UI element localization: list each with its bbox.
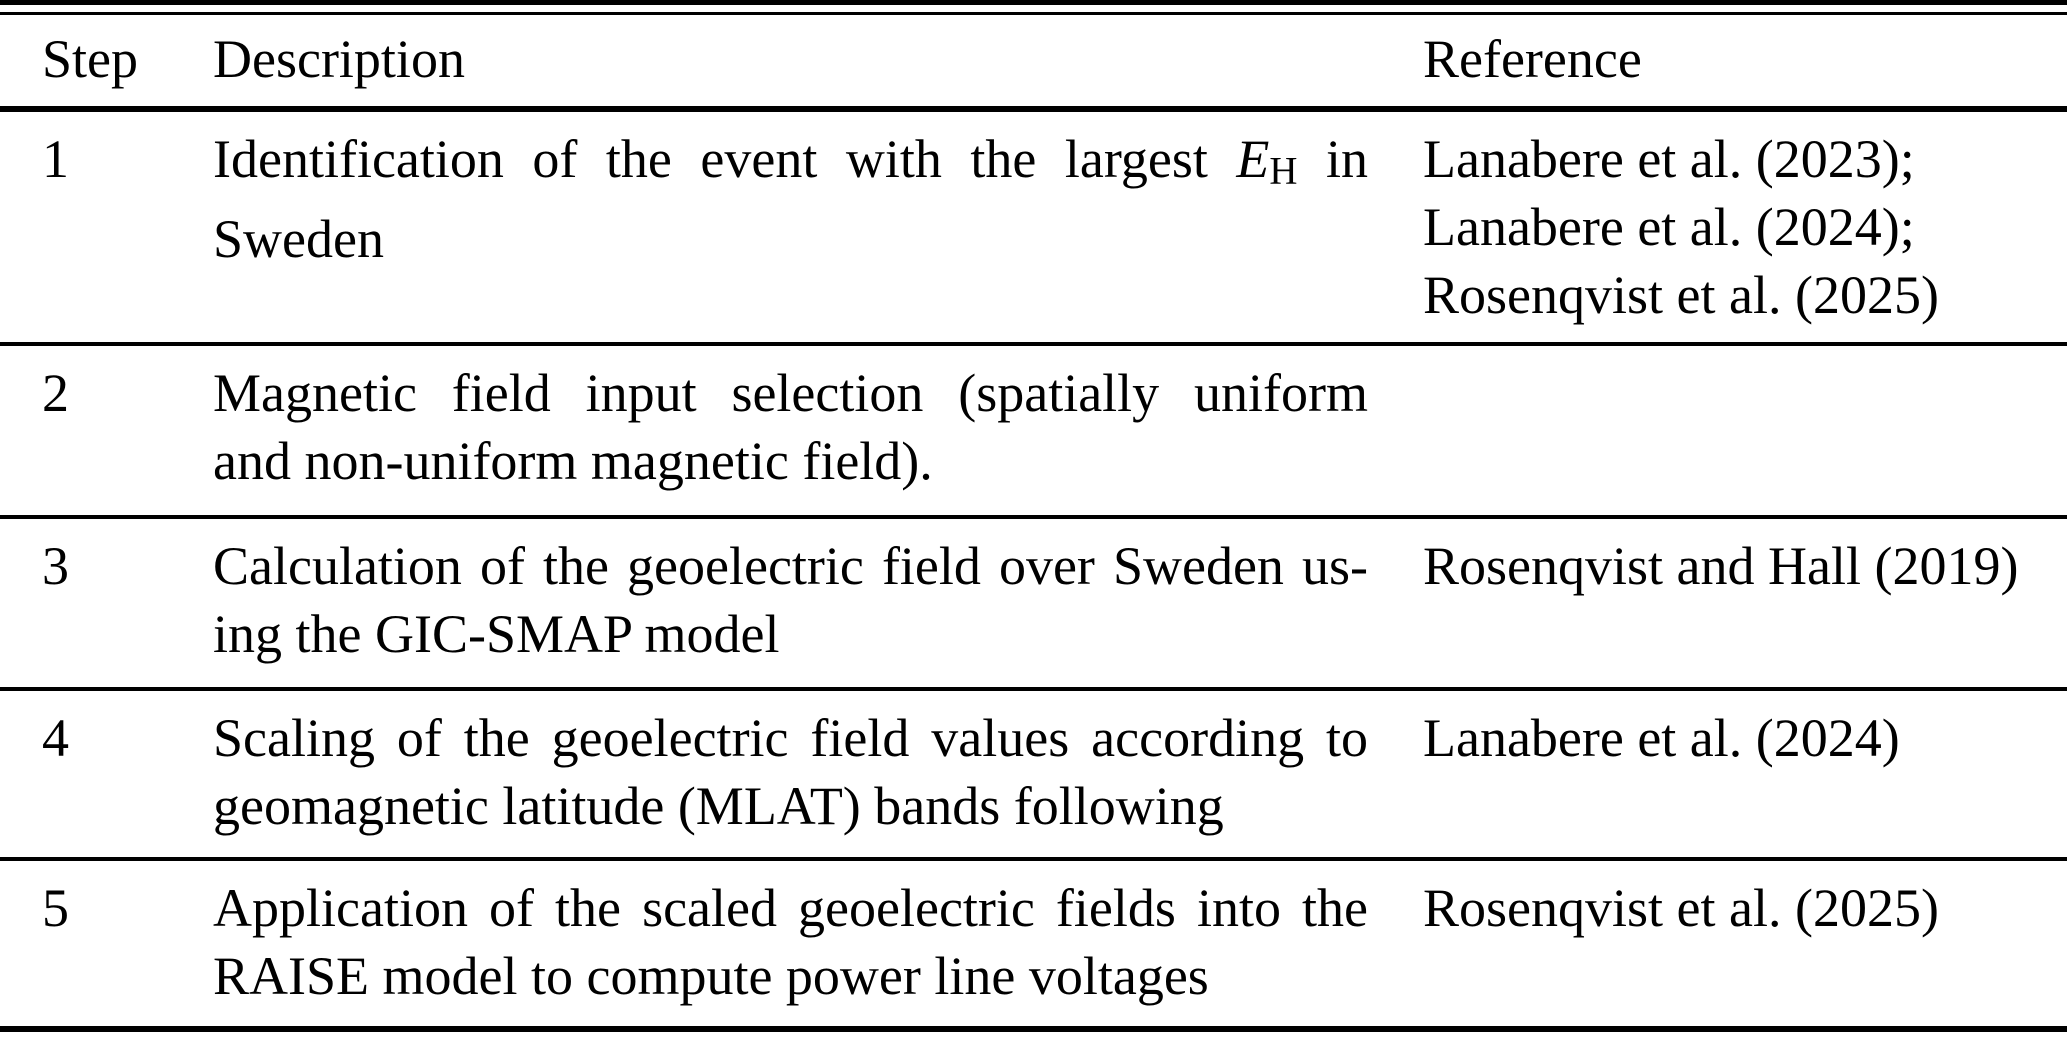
description-line: Application of the scaled geoelectric fi… (213, 874, 1368, 942)
text-segment: Magnetic field input selection (spatiall… (213, 363, 1368, 423)
description-cell: Scaling of the geoelectric field values … (213, 689, 1423, 861)
step-cell: 4 (0, 689, 213, 861)
text-segment: RAISE model to compute power line voltag… (213, 946, 1209, 1006)
description-line: Sweden (213, 205, 1368, 273)
text-segment: Calculation of the geoelectric field ove… (213, 536, 1368, 596)
description-line: RAISE model to compute power line voltag… (213, 942, 1368, 1010)
top-rule-gap (0, 5, 2067, 12)
reference-cell (1423, 344, 2067, 519)
text-segment: Scaling of the geoelectric field values … (213, 708, 1368, 768)
reference-line: Lanabere et al. (2023); (1423, 129, 1915, 189)
description-cell: Magnetic field input selection (spatiall… (213, 344, 1423, 519)
reference-cell: Rosenqvist et al. (2025) (1423, 859, 2067, 1032)
step-cell: 5 (0, 859, 213, 1032)
text-segment: and non-uniform magnetic field). (213, 431, 933, 491)
reference-line: Rosenqvist et al. (2025) (1423, 878, 1939, 938)
text-segment: Application of the scaled geoelectric fi… (213, 878, 1368, 938)
text-segment: ing the GIC-SMAP model (213, 604, 780, 664)
description-cell: Calculation of the geoelectric field ove… (213, 517, 1423, 691)
step-cell: 1 (0, 109, 213, 346)
col-header-reference: Reference (1423, 15, 2067, 112)
col-header-step: Step (0, 15, 213, 112)
reference-cell: Lanabere et al. (2023); Lanabere et al. (… (1423, 109, 2067, 346)
reference-line: Rosenqvist et al. (2025) (1423, 265, 1939, 325)
reference-cell: Rosenqvist and Hall (2019) (1423, 517, 2067, 691)
description-line: Calculation of the geoelectric field ove… (213, 532, 1368, 600)
math-variable: E (1236, 129, 1270, 189)
table-header-row: Step Description Reference (0, 15, 2067, 112)
col-header-description: Description (213, 15, 1423, 112)
text-segment: geomagnetic latitude (MLAT) bands follow… (213, 776, 1224, 836)
reference-line: Lanabere et al. (2024) (1423, 708, 1900, 768)
description-line: Magnetic field input selection (spatiall… (213, 359, 1368, 427)
reference-cell: Lanabere et al. (2024) (1423, 689, 2067, 861)
description-cell: Identification of the event with the lar… (213, 109, 1423, 346)
text-segment: in (1297, 129, 1368, 189)
text-segment: Sweden (213, 209, 384, 270)
description-line: and non-uniform magnetic field). (213, 427, 1368, 495)
text-segment: Identification of the event with the lar… (213, 129, 1237, 189)
top-rule-thick (0, 0, 2067, 5)
description-line: geomagnetic latitude (MLAT) bands follow… (213, 772, 1368, 840)
description-line: Scaling of the geoelectric field values … (213, 704, 1368, 772)
top-rule-thin (0, 12, 2067, 15)
step-cell: 2 (0, 344, 213, 519)
step-cell: 3 (0, 517, 213, 691)
math-subscript: H (1269, 149, 1298, 193)
reference-line: Lanabere et al. (2024); (1423, 197, 1915, 257)
reference-line: Rosenqvist and Hall (2019) (1423, 536, 2019, 596)
description-line: ing the GIC-SMAP model (213, 600, 1368, 668)
description-cell: Application of the scaled geoelectric fi… (213, 859, 1423, 1032)
description-line: Identification of the event with the lar… (213, 125, 1368, 205)
